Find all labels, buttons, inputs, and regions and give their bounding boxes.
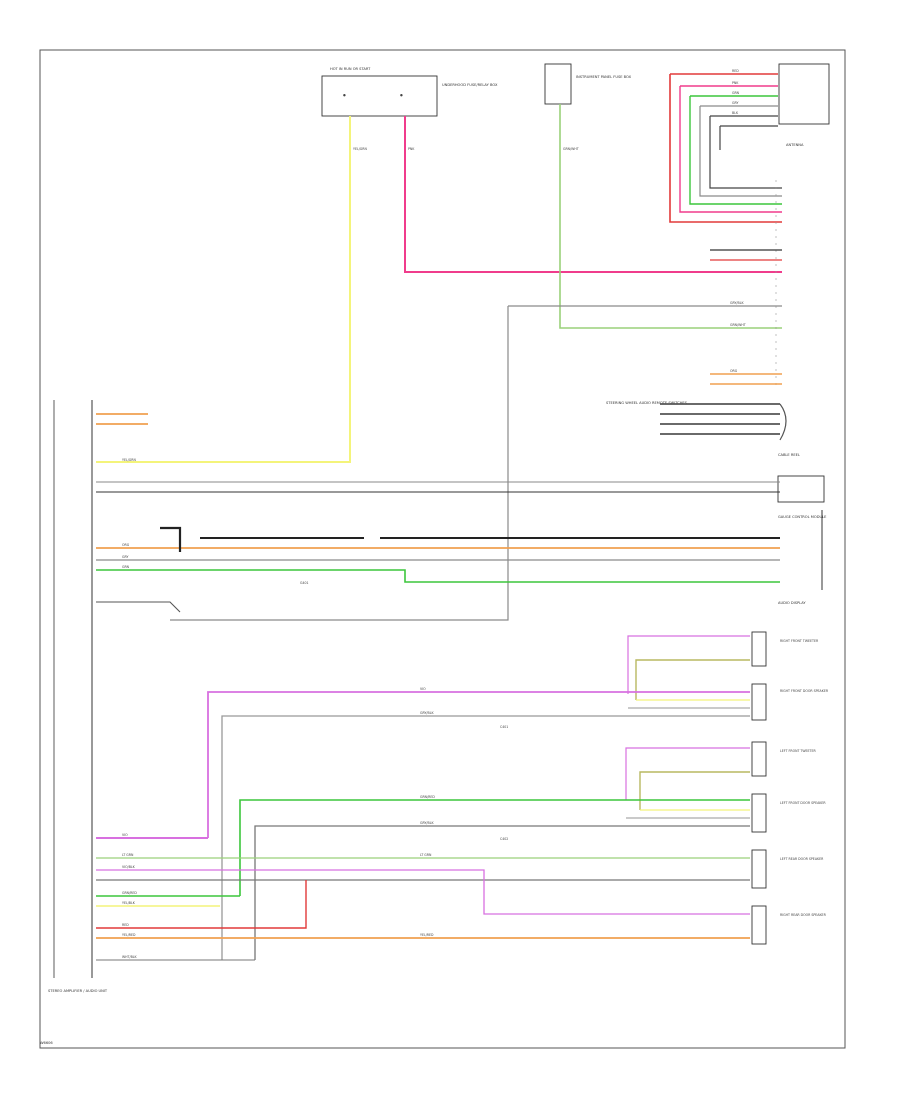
rf-speaker: RIGHT FRONT DOOR SPEAKER — [751, 683, 829, 721]
lr-speaker: LEFT REAR DOOR SPEAKER — [751, 849, 824, 889]
svg-text:ORG: ORG — [730, 369, 738, 373]
rf-tweeter: RIGHT FRONT TWEETER — [751, 631, 819, 667]
lf-speaker: LEFT FRONT DOOR SPEAKER — [751, 793, 826, 833]
rf-speaker-label: RIGHT FRONT DOOR SPEAKER — [780, 689, 829, 693]
audio-unit: STEREO AMPLIFIER / AUDIO UNIT — [48, 400, 108, 993]
svg-text:GRY: GRY — [732, 101, 738, 105]
steering-switches-label: STEERING WHEEL AUDIO REMOTE SWITCHES — [606, 401, 688, 405]
svg-text:GRY/BLK: GRY/BLK — [420, 821, 434, 825]
gauge-assembly-label: GAUGE CONTROL MODULE — [778, 515, 827, 519]
svg-text:YEL/GRN: YEL/GRN — [122, 458, 136, 462]
svg-text:GRN/WHT: GRN/WHT — [730, 323, 746, 327]
svg-text:RED: RED — [122, 923, 129, 927]
svg-text:●: ● — [343, 93, 346, 97]
svg-text:GRN/RED: GRN/RED — [420, 795, 435, 799]
middle-band-wires: ORG GRY GRN G401 — [96, 526, 780, 613]
right-connector-stack: GRY/BLK GRN/WHT ORG — [170, 180, 782, 621]
top-feed-wires: YEL/GRN PNK GRN/WHT — [96, 104, 782, 463]
svg-text:GRN: GRN — [732, 91, 740, 95]
svg-text:VIO: VIO — [122, 833, 128, 837]
cable-reel-label: CABLE REEL — [778, 453, 800, 457]
diagram-frame — [39, 49, 846, 1049]
rr-speaker: RIGHT REAR DOOR SPEAKER — [751, 905, 827, 945]
svg-text:YEL/RED: YEL/RED — [420, 933, 434, 937]
svg-text:VIO: VIO — [420, 687, 426, 691]
antenna: ANTENNA — [778, 63, 830, 147]
svg-text:LT GRN: LT GRN — [122, 853, 134, 857]
wire-label-yel-grn-top: YEL/GRN — [353, 147, 367, 151]
splice-s1: G401 — [300, 581, 309, 585]
svg-text:VIO/BLK: VIO/BLK — [122, 865, 136, 869]
wire-label-pnk-top: PNK — [408, 147, 415, 151]
svg-text:●: ● — [400, 93, 403, 97]
cable-reel: CABLE REEL — [777, 453, 825, 503]
svg-text:YEL/RED: YEL/RED — [122, 933, 136, 937]
svg-text:GRY/BLK: GRY/BLK — [420, 711, 434, 715]
fuse-relay-panel-label: UNDERHOOD FUSE/RELAY BOX — [442, 83, 498, 87]
display-label: AUDIO DISPLAY — [778, 601, 806, 605]
svg-text:GRY/BLK: GRY/BLK — [730, 301, 744, 305]
svg-text:WHT/BLK: WHT/BLK — [122, 955, 138, 959]
steering-switch-bundle: STEERING WHEEL AUDIO REMOTE SWITCHES — [606, 401, 787, 441]
rr-speaker-label: RIGHT REAR DOOR SPEAKER — [780, 913, 827, 917]
lf-tweeter: LEFT FRONT TWEETER — [751, 741, 817, 777]
svg-text:RED: RED — [732, 69, 739, 73]
antenna-label: ANTENNA — [786, 143, 804, 147]
smart-junction: INSTRUMENT PANEL FUSE BOX — [544, 63, 632, 105]
lf-tweeter-label: LEFT FRONT TWEETER — [780, 749, 817, 753]
antenna-harness: RED PNK GRN GRY BLK — [669, 69, 782, 223]
svg-text:BLK: BLK — [732, 111, 739, 115]
audio-unit-label: STEREO AMPLIFIER / AUDIO UNIT — [48, 989, 108, 993]
hot-fuse-box-label: HOT IN RUN OR START — [330, 67, 371, 71]
splice-s2: C401 — [500, 725, 508, 729]
svg-text:GRY: GRY — [122, 555, 128, 559]
lr-speaker-label: LEFT REAR DOOR SPEAKER — [780, 857, 824, 861]
svg-text:GRN: GRN — [122, 565, 130, 569]
lf-speaker-label: LEFT FRONT DOOR SPEAKER — [780, 801, 826, 805]
svg-text:YEL/BLK: YEL/BLK — [122, 901, 136, 905]
left-upper-wires: YEL/GRN — [96, 413, 780, 493]
svg-text:PNK: PNK — [732, 81, 739, 85]
footer-code: W6606 — [40, 1041, 53, 1045]
smart-junction-label: INSTRUMENT PANEL FUSE BOX — [576, 75, 632, 79]
gauge-assembly: GAUGE CONTROL MODULE AUDIO DISPLAY — [778, 510, 827, 605]
hot-fuse-box: HOT IN RUN OR START ● ● — [321, 67, 438, 117]
rf-tweeter-label: RIGHT FRONT TWEETER — [780, 639, 819, 643]
svg-text:LT GRN: LT GRN — [420, 853, 432, 857]
svg-text:ORG: ORG — [122, 543, 130, 547]
wire-label-grn-wht-top: GRN/WHT — [563, 147, 579, 151]
splice-s3: C402 — [500, 837, 508, 841]
speaker-wires: VIO LT GRN VIO/BLK GRN/RED YEL/BLK RED Y… — [96, 635, 750, 961]
fuse-relay-panel: UNDERHOOD FUSE/RELAY BOX — [442, 83, 498, 87]
svg-text:GRN/RED: GRN/RED — [122, 891, 137, 895]
